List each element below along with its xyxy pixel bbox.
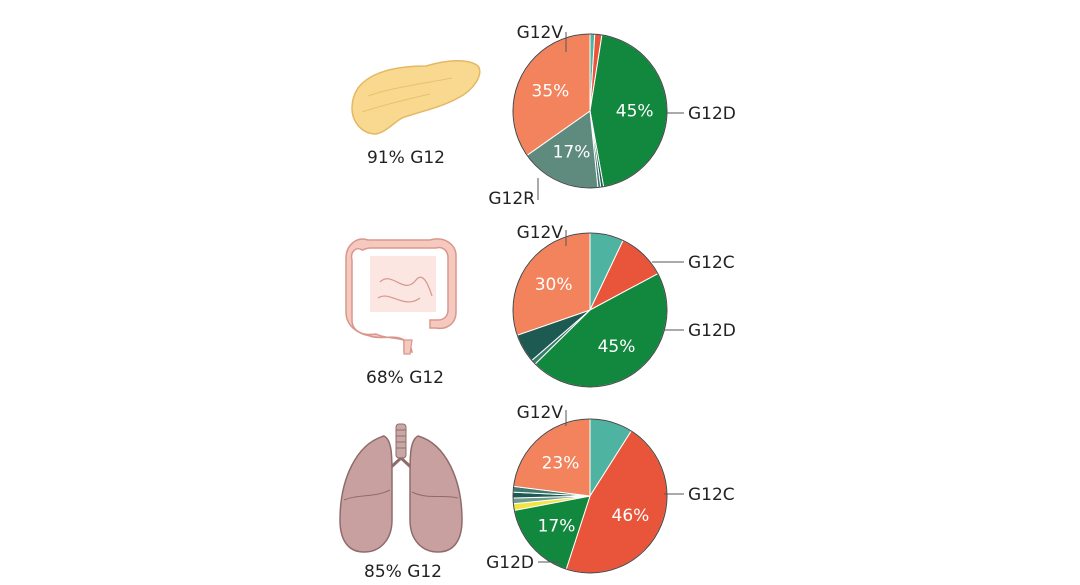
pancreas-pie-outline [512, 33, 668, 189]
pancreas-pie-label-g12d: 45% [616, 102, 654, 122]
lung-pie-label-g12v: 23% [542, 454, 580, 474]
lung-caption: 85% G12 [364, 562, 442, 582]
lung-pie-outline [512, 418, 668, 574]
lung-pie-label-g12d: 17% [538, 517, 576, 537]
colon-g12d-label: G12D [688, 321, 736, 341]
colon-g12v-label: G12V [517, 223, 564, 243]
colon-g12c-label: G12C [688, 253, 735, 273]
colon-pie-label-g12d: 45% [598, 337, 636, 357]
lung-g12c-label: G12C [688, 485, 735, 505]
pancreas-caption: 91% G12 [367, 148, 445, 168]
colon-caption: 68% G12 [366, 368, 444, 388]
lung-pie: 46% 17% 23% [512, 418, 668, 574]
lung-pie-label-g12c: 46% [612, 506, 650, 526]
colon-pie-outline [512, 232, 668, 388]
pancreas-g12d-label: G12D [688, 104, 736, 124]
pancreas-pie-label-g12v: 35% [532, 81, 570, 101]
pancreas-pie-label-g12r: 17% [553, 143, 591, 163]
pancreas-g12v-label: G12V [517, 23, 564, 43]
pancreas-illustration [351, 60, 481, 135]
lung-illustration [339, 423, 463, 553]
pancreas-g12r-label: G12R [488, 189, 535, 209]
pancreas-pie: 45% 17% 35% [512, 33, 668, 189]
colon-pie-label-g12v: 30% [535, 275, 573, 295]
colon-pie: 45% 30% [512, 232, 668, 388]
lung-g12v-label: G12V [517, 403, 564, 423]
colon-illustration [345, 238, 457, 355]
lung-g12d-label: G12D [486, 553, 534, 573]
